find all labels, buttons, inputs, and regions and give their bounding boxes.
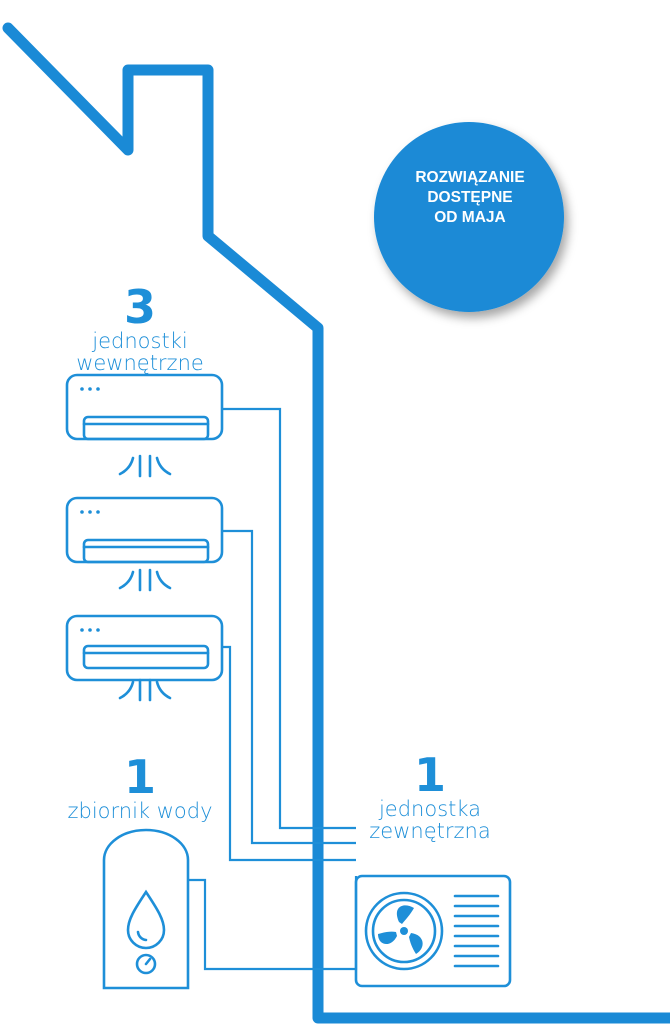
availability-badge bbox=[374, 122, 564, 312]
badge-line-1: ROZWIĄZANIE bbox=[415, 169, 525, 186]
pipe-ac-1 bbox=[222, 407, 356, 830]
badge-line-2: DOSTĘPNE bbox=[427, 189, 513, 207]
tank-label: 1 zbiornik wody bbox=[40, 754, 240, 822]
pipe-ac-2 bbox=[222, 529, 356, 845]
fan-icon bbox=[364, 891, 444, 971]
indoor-units-line-2: wewnętrzne bbox=[76, 351, 204, 376]
water-tank bbox=[102, 828, 190, 990]
indoor-units-label: 3 jednostki wewnętrzne bbox=[50, 284, 230, 374]
pipe-tank bbox=[188, 876, 358, 971]
outdoor-unit-line-1: jednostka bbox=[378, 797, 482, 821]
outdoor-unit-label: 1 jednostka zewnętrzna bbox=[340, 752, 520, 842]
indoor-unit-2 bbox=[65, 496, 224, 592]
tank-count: 1 bbox=[123, 750, 156, 804]
indoor-units-line-1: jednostki bbox=[92, 329, 188, 353]
indoor-unit-1 bbox=[65, 373, 224, 478]
outdoor-unit-line-2: zewnętrzna bbox=[369, 819, 491, 844]
indoor-units-count: 3 bbox=[123, 280, 156, 334]
pipe-ac-3 bbox=[222, 645, 356, 862]
badge-line-3: OD MAJA bbox=[434, 209, 506, 227]
tank-text: zbiornik wody bbox=[67, 799, 213, 823]
water-drop-icon bbox=[126, 889, 166, 950]
indoor-unit-3 bbox=[65, 614, 224, 702]
badge-text: ROZWIĄZANIE DOSTĘPNE OD MAJA bbox=[365, 168, 575, 228]
house-outline bbox=[2, 22, 670, 1024]
gauge-icon bbox=[135, 953, 157, 975]
outdoor-unit-count: 1 bbox=[413, 748, 446, 802]
pipes bbox=[188, 407, 358, 971]
outdoor-unit bbox=[354, 874, 512, 988]
